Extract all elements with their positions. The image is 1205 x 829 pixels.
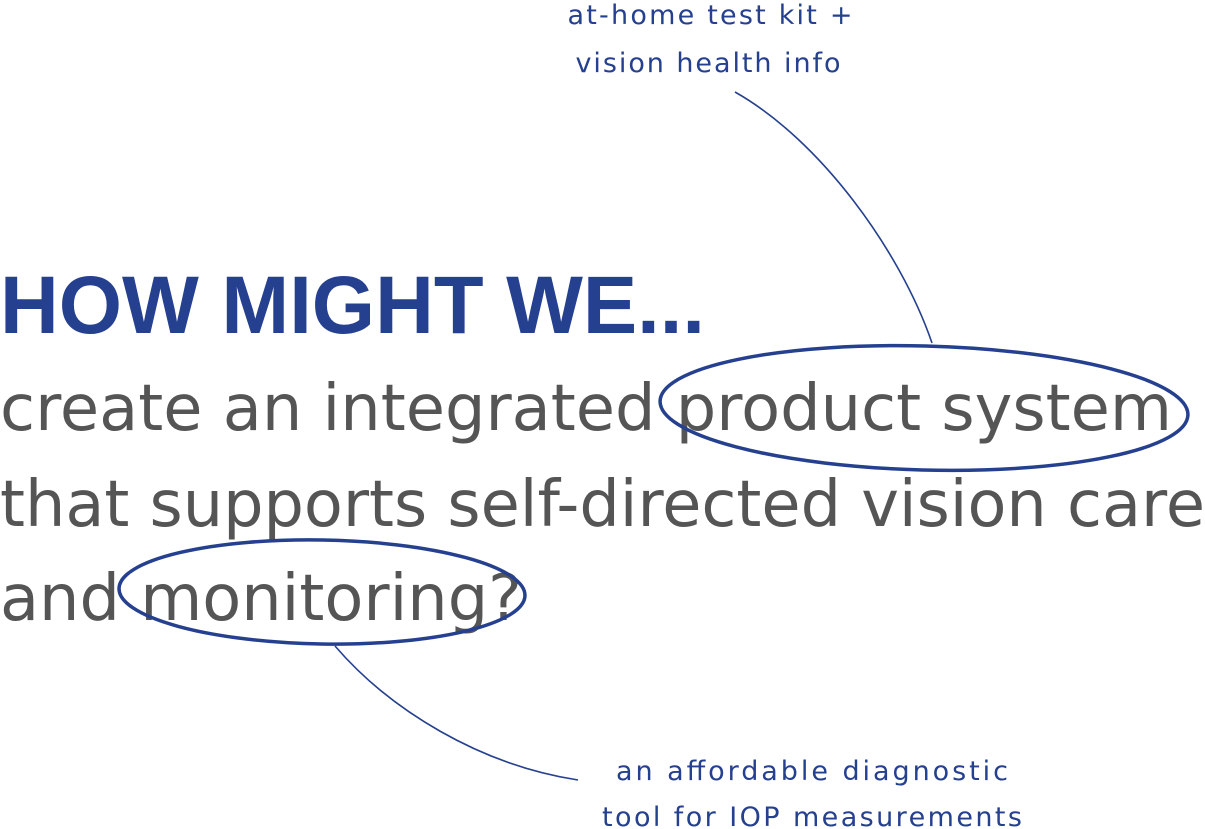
question-line1: create an integrated product system bbox=[0, 372, 1172, 446]
question-line3: and monitoring? bbox=[0, 562, 522, 636]
annotation-bottom-line1: an affordable diagnostic bbox=[616, 756, 1008, 787]
annotation-bottom-line2: tool for IOP measurements bbox=[602, 802, 1022, 829]
connector-line-top bbox=[734, 91, 933, 344]
highlight-ellipse-monitoring bbox=[117, 538, 527, 646]
highlight-ellipse-product-system bbox=[658, 343, 1190, 473]
headline: HOW MIGHT WE... bbox=[0, 260, 705, 351]
question-line2: that supports self-directed vision care bbox=[0, 468, 1205, 542]
annotation-top-line1: at-home test kit + bbox=[568, 0, 853, 31]
connector-line-bottom bbox=[334, 645, 579, 781]
annotation-top-line2: vision health info bbox=[576, 48, 841, 79]
